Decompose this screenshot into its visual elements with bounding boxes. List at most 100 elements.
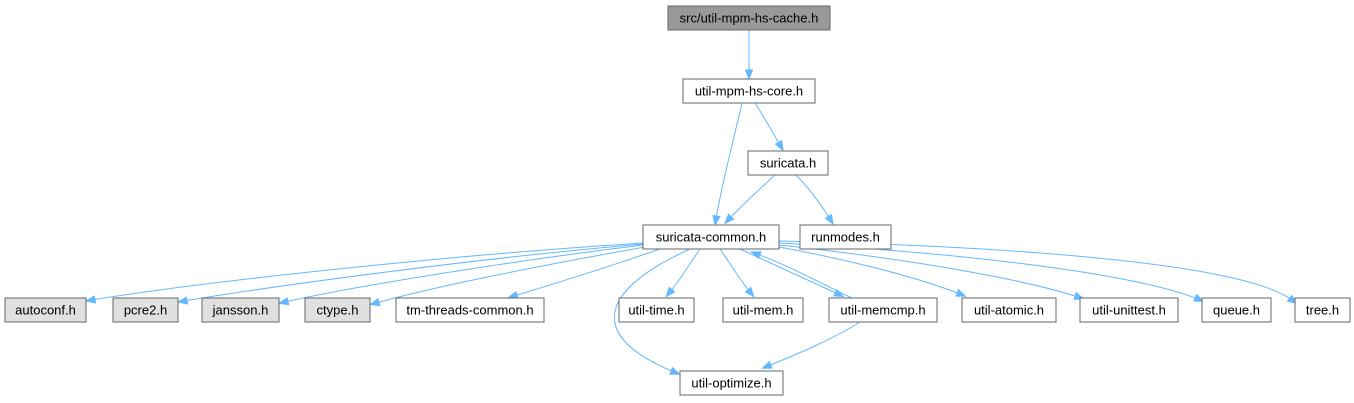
node-box[interactable] (961, 297, 1057, 323)
node-label: jansson.h (212, 303, 269, 318)
edge-arrowhead (774, 139, 784, 152)
edge-common-to-optimize (613, 248, 691, 375)
edge-line (715, 102, 743, 220)
node-box (667, 5, 831, 31)
edge-arrowhead (84, 295, 97, 304)
edge-arrowhead (368, 297, 381, 307)
node-tmthreads[interactable]: tm-threads-common.h (395, 297, 545, 323)
edge-common-to-tmthreads (506, 248, 661, 300)
edge-arrowhead (744, 69, 754, 81)
node-label: tree.h (1306, 303, 1339, 318)
node-box (112, 297, 179, 323)
node-box[interactable] (828, 297, 938, 323)
node-root: src/util-mpm-hs-cache.h (667, 5, 831, 31)
edge-arrowhead (833, 288, 845, 298)
edge-line (795, 174, 831, 220)
node-box[interactable] (395, 297, 545, 323)
edge-line (739, 248, 839, 295)
node-label: util-atomic.h (974, 303, 1044, 318)
node-memcmp[interactable]: util-memcmp.h (828, 297, 938, 323)
edge-line (91, 242, 644, 301)
node-label: util-unittest.h (1092, 303, 1166, 318)
node-box (304, 297, 371, 323)
node-box[interactable] (679, 370, 784, 396)
node-label: util-optimize.h (691, 376, 771, 391)
node-atomic[interactable]: util-atomic.h (961, 297, 1057, 323)
node-box[interactable] (618, 297, 695, 323)
edge-arrowhead (176, 296, 189, 305)
node-core[interactable]: util-mpm-hs-core.h (682, 78, 816, 104)
edge-line (778, 244, 1079, 298)
node-box[interactable] (1079, 297, 1179, 323)
node-box[interactable] (747, 150, 829, 176)
edge-arrowhead (824, 213, 834, 226)
edge-common-to-memcmp (739, 248, 845, 298)
edge-arrowhead (712, 214, 721, 227)
edge-common-to-queue (778, 242, 1205, 302)
edge-arrowhead (761, 360, 773, 369)
edge-line (719, 248, 751, 293)
node-label: queue.h (1213, 303, 1260, 318)
edge-line (754, 102, 781, 146)
node-label: runmodes.h (811, 230, 880, 245)
edge-suricata-to-common (723, 174, 776, 225)
edge-core-to-suricata (754, 102, 784, 152)
node-label: autoconf.h (15, 303, 76, 318)
edge-line (183, 243, 644, 302)
edge-memcmp-to-optimize (761, 321, 861, 369)
node-box[interactable] (1294, 297, 1351, 323)
edge-suricata-to-runmodes (795, 174, 834, 226)
edge-common-to-atomic (778, 246, 967, 297)
edge-root-to-core (744, 30, 754, 81)
node-label: suricata.h (760, 156, 816, 171)
edge-arrowhead (277, 297, 290, 306)
node-label: ctype.h (317, 303, 359, 318)
graph-nodes: src/util-mpm-hs-cache.h util-mpm-hs-core.… (4, 5, 1351, 396)
node-runmodes[interactable]: runmodes.h (799, 224, 892, 250)
node-box[interactable] (682, 78, 816, 104)
node-label: util-mem.h (733, 303, 794, 318)
edge-core-to-common (712, 102, 743, 227)
edge-common-to-jansson (277, 244, 644, 306)
node-optimize[interactable]: util-optimize.h (679, 370, 784, 396)
edge-common-to-utiltime (665, 248, 701, 298)
node-label: src/util-mpm-hs-cache.h (680, 11, 819, 26)
edge-arrowhead (744, 286, 755, 298)
edge-line (756, 253, 853, 299)
node-box[interactable] (799, 224, 892, 250)
node-suricata[interactable]: suricata.h (747, 150, 829, 176)
edge-line (375, 246, 646, 304)
node-label: pcre2.h (124, 303, 167, 318)
edge-line (767, 321, 861, 367)
edge-line (513, 248, 661, 297)
node-label: util-mpm-hs-core.h (695, 84, 803, 99)
edge-common-to-tree (778, 240, 1298, 305)
node-box (201, 297, 280, 323)
edge-arrowhead (665, 286, 676, 298)
node-unittest[interactable]: util-unittest.h (1079, 297, 1179, 323)
node-autoconf: autoconf.h (4, 297, 87, 323)
edge-common-to-pcre2 (176, 243, 644, 305)
node-pcre2: pcre2.h (112, 297, 179, 323)
node-box[interactable] (642, 224, 780, 250)
node-box[interactable] (1201, 297, 1272, 323)
node-label: util-memcmp.h (840, 303, 925, 318)
node-tree[interactable]: tree.h (1294, 297, 1351, 323)
edge-line (778, 242, 1199, 300)
edge-arrowhead (506, 290, 519, 300)
node-utiltime[interactable]: util-time.h (618, 297, 695, 323)
node-common[interactable]: suricata-common.h (642, 224, 780, 250)
edge-line (284, 244, 644, 303)
node-label: tm-threads-common.h (406, 303, 533, 318)
edge-common-to-utilmem (719, 248, 755, 298)
node-jansson: jansson.h (201, 297, 280, 323)
node-queue[interactable]: queue.h (1201, 297, 1272, 323)
edge-common-to-ctype (368, 246, 646, 307)
node-box[interactable] (722, 297, 804, 323)
edge-line (778, 240, 1293, 301)
edge-arrowhead (723, 213, 735, 225)
node-label: suricata-common.h (656, 230, 767, 245)
node-utilmem[interactable]: util-mem.h (722, 297, 804, 323)
edge-arrowhead (669, 366, 681, 375)
